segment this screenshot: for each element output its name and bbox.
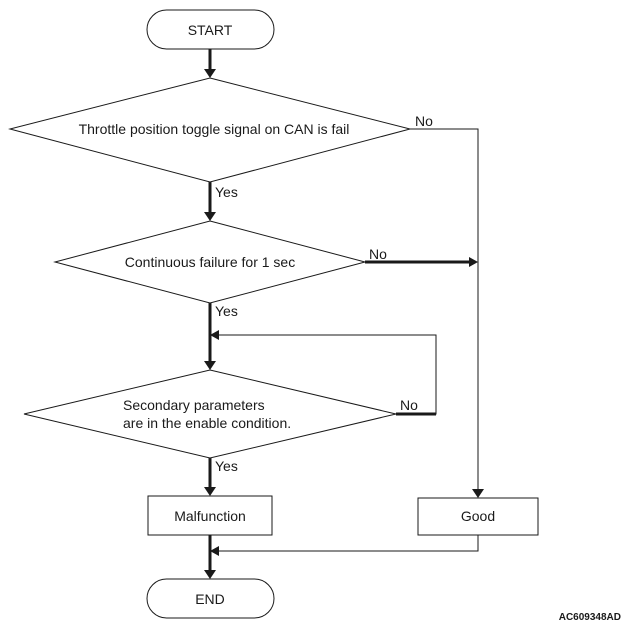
arrowhead-merge [210,546,219,556]
figure-code: AC609348AD [559,612,621,623]
end-node: END [146,578,275,619]
decision3-no-label: No [400,397,418,413]
good-label: Good [461,508,495,524]
decision2-no-label: No [369,246,387,262]
decision1-label: Throttle position toggle signal on CAN i… [79,121,350,137]
malfunction-node: Malfunction [147,495,273,536]
arrowhead-loop [210,330,219,340]
decision3-yes-label: Yes [215,458,238,474]
flow-good-to-end [218,535,479,552]
arrowhead-decision1 [204,69,216,78]
good-node: Good [417,497,539,536]
start-node: START [146,9,275,50]
end-label: END [195,591,225,607]
decision1-yes-label: Yes [215,184,238,200]
malfunction-label: Malfunction [174,508,246,524]
decision1-no-label: No [415,113,433,129]
decision2-node: Continuous failure for 1 sec [53,220,367,304]
decision2-yes-label: Yes [215,303,238,319]
arrowhead-decision2 [204,212,216,221]
decision1-node: Throttle position toggle signal on CAN i… [8,77,412,183]
arrowhead-end [204,570,216,579]
arrowhead-good [472,489,484,498]
arrowhead-decision3 [204,361,216,370]
arrowhead-malfunction [204,487,216,496]
start-label: START [188,22,233,38]
decision3-node: Secondary parameters are in the enable c… [23,369,397,459]
decision3-label-line2: are in the enable condition. [123,415,291,431]
flow-decision1-no-to-good [410,128,479,490]
decision3-label-line1: Secondary parameters [123,397,265,413]
arrowhead-decision2-no [469,257,478,267]
decision2-label: Continuous failure for 1 sec [125,254,295,270]
